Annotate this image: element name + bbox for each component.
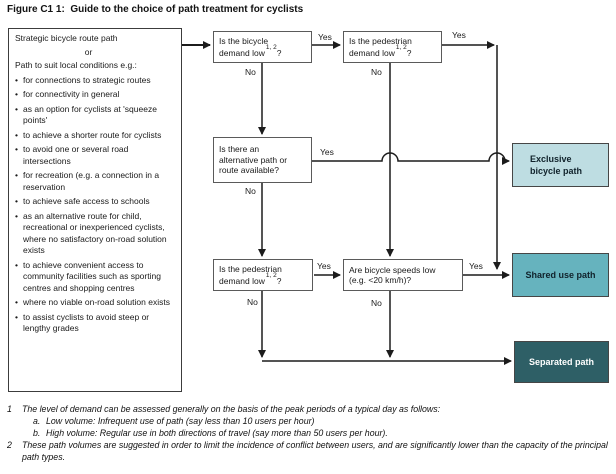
branch-label-no: No: [247, 297, 258, 307]
list-item: for connections to strategic routes: [14, 75, 170, 87]
outcome-label: Exclusive bicycle path: [530, 154, 583, 176]
footnote-1: 1 The level of demand can be assessed ge…: [7, 403, 613, 415]
list-item: to avoid one or several road intersectio…: [14, 144, 170, 167]
list-item: to achieve convenient access to communit…: [14, 260, 170, 295]
outcome-shared-use-path: Shared use path: [512, 253, 609, 297]
footnote-text: These path volumes are suggested in orde…: [22, 440, 608, 462]
footnote-ref: 1, 2: [395, 44, 407, 52]
branch-label-yes: Yes: [469, 261, 483, 271]
branch-label-yes: Yes: [317, 261, 331, 271]
decision-alternative-route-available: Is there an alternative path or route av…: [213, 137, 312, 183]
source-conditions-box: Strategic bicycle route path or Path to …: [8, 28, 182, 392]
footnotes-section: 1 The level of demand can be assessed ge…: [7, 403, 613, 463]
decision-bicycle-demand-low: Is the bicycle demand low1, 2?: [213, 31, 312, 63]
footnote-1a: a. Low volume: Infrequent use of path (s…: [7, 415, 613, 427]
decision-bicycle-speeds-low: Are bicycle speeds low (e.g. <20 km/h)?: [343, 259, 463, 291]
list-item: as an alternative route for child, recre…: [14, 211, 170, 257]
question-mark: ?: [274, 165, 280, 176]
decision-text: Is the bicycle demand low: [219, 35, 269, 58]
footnote-number: 2: [7, 440, 12, 450]
source-subheading: Path to suit local conditions e.g.:: [15, 60, 137, 70]
outcome-exclusive-bicycle-path: Exclusive bicycle path: [512, 143, 609, 187]
decision-text: Is the pedestrian demand low: [349, 35, 412, 58]
decision-text: Is the pedestrian demand low: [219, 263, 282, 286]
footnote-number: a.: [33, 416, 41, 426]
footnote-2: 2 These path volumes are suggested in or…: [7, 439, 613, 463]
footnote-number: 1: [7, 404, 12, 414]
outcome-separated-path: Separated path: [514, 341, 609, 383]
branch-label-no: No: [371, 298, 382, 308]
question-mark: ?: [276, 47, 282, 58]
source-heading: Strategic bicycle route path: [15, 33, 118, 43]
footnote-number: b.: [33, 428, 41, 438]
question-mark: ?: [406, 47, 412, 58]
list-item: where no viable on-road solution exists: [14, 297, 170, 309]
source-bullet-list: for connections to strategic routes for …: [14, 75, 177, 335]
outcome-label: Shared use path: [525, 270, 596, 280]
branch-label-yes: Yes: [320, 147, 334, 157]
question-mark: ?: [276, 275, 282, 286]
figure-title: Figure C1 1: Guide to the choice of path…: [7, 4, 304, 15]
source-or-text: or: [84, 46, 93, 57]
list-item: for recreation (e.g. a connection in a r…: [14, 170, 170, 193]
footnote-1b: b. High volume: Regular use in both dire…: [7, 427, 613, 439]
footnote-text: High volume: Regular use in both directi…: [46, 428, 388, 438]
branch-label-yes: Yes: [452, 30, 466, 40]
question-mark: ?: [406, 275, 412, 285]
footnote-text: The level of demand can be assessed gene…: [22, 404, 441, 414]
outcome-label: Separated path: [528, 357, 595, 367]
list-item: to achieve a shorter route for cyclists: [14, 130, 170, 142]
list-item: for connectivity in general: [14, 89, 170, 101]
list-item: to assist cyclists to avoid steep or len…: [14, 312, 170, 335]
decision-text: Is there an alternative path or route av…: [219, 144, 288, 176]
branch-label-no: No: [245, 186, 256, 196]
branch-label-no: No: [371, 67, 382, 77]
branch-label-yes: Yes: [318, 32, 332, 42]
branch-label-no: No: [245, 67, 256, 77]
list-item: to achieve safe access to schools: [14, 196, 170, 208]
decision-pedestrian-demand-low-top: Is the pedestrian demand low1, 2?: [343, 31, 442, 63]
list-item: as an option for cyclists at 'squeeze po…: [14, 104, 170, 127]
footnote-text: Low volume: Infrequent use of path (say …: [46, 416, 315, 426]
footnote-ref: 1, 2: [265, 44, 277, 52]
footnote-ref: 1, 2: [265, 272, 277, 280]
decision-text: Are bicycle speeds low (e.g. <20 km/h): [349, 264, 436, 286]
decision-pedestrian-demand-low-bottom: Is the pedestrian demand low1, 2?: [213, 259, 313, 291]
